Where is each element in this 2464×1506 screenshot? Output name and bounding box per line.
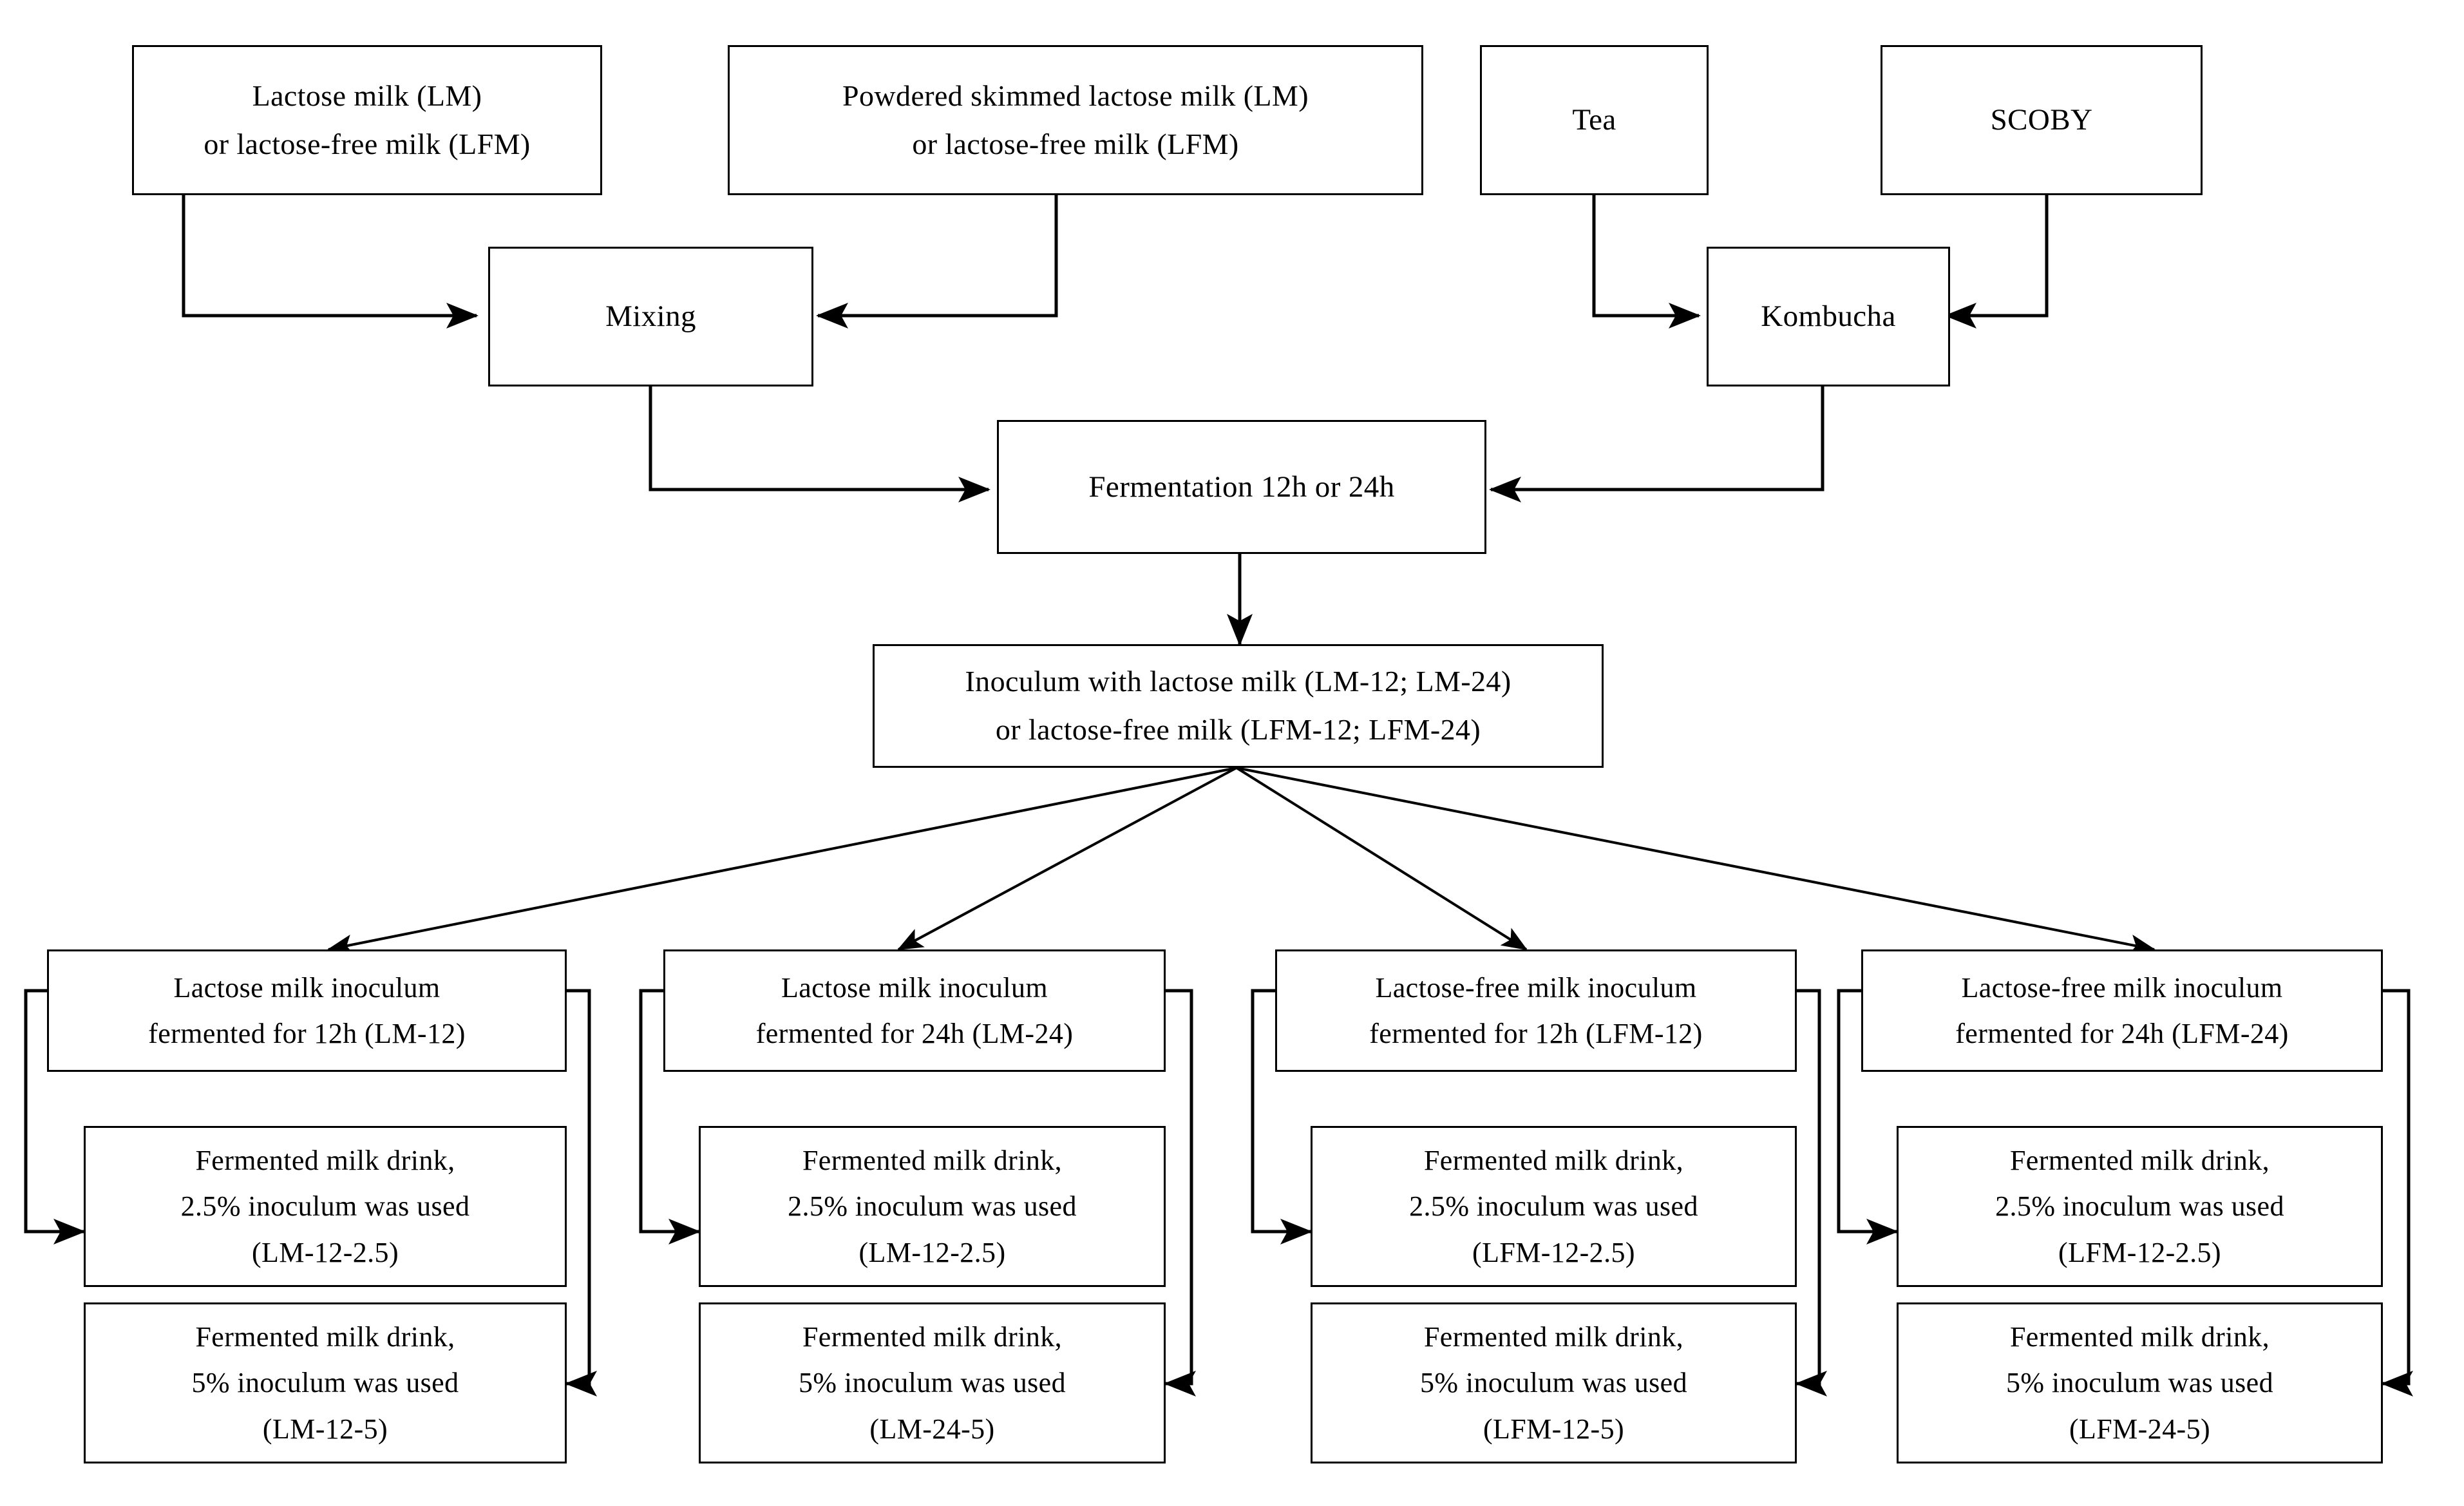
- node-lfm12-25[interactable]: Fermented milk drink, 2.5% inoculum was …: [1311, 1126, 1797, 1287]
- node-lm24-25[interactable]: Fermented milk drink, 2.5% inoculum was …: [699, 1126, 1166, 1287]
- node-tea[interactable]: Tea: [1480, 45, 1709, 195]
- node-lfm12-25-line2: 2.5% inoculum was used: [1409, 1190, 1698, 1223]
- node-lactose-milk-line2: or lactose-free milk (LFM): [204, 127, 531, 160]
- node-lfm12-5-line3: (LFM-12-5): [1483, 1413, 1625, 1445]
- node-lm24-5[interactable]: Fermented milk drink, 5% inoculum was us…: [699, 1302, 1166, 1463]
- node-kombucha[interactable]: Kombucha: [1707, 247, 1950, 386]
- node-inoculum-line1: Inoculum with lactose milk (LM-12; LM-24…: [965, 665, 1512, 698]
- node-lm12-5-line3: (LM-12-5): [262, 1413, 388, 1445]
- node-mixing[interactable]: Mixing: [488, 247, 813, 386]
- node-inoculum[interactable]: Inoculum with lactose milk (LM-12; LM-24…: [873, 644, 1604, 768]
- node-lm24[interactable]: Lactose milk inoculum fermented for 24h …: [663, 949, 1166, 1072]
- node-lfm24-5[interactable]: Fermented milk drink, 5% inoculum was us…: [1897, 1302, 2383, 1463]
- edge-lfm12-to-lfm12-25: [1251, 989, 1313, 1244]
- node-lfm24-25-line3: (LFM-12-2.5): [2058, 1236, 2221, 1268]
- node-fermentation-label: Fermentation 12h or 24h: [1088, 470, 1395, 504]
- node-lfm12-5[interactable]: Fermented milk drink, 5% inoculum was us…: [1311, 1302, 1797, 1463]
- node-lfm12-5-line2: 5% inoculum was used: [1420, 1367, 1687, 1399]
- node-powdered-milk-line1: Powdered skimmed lactose milk (LM): [842, 79, 1309, 112]
- node-lm24-25-line2: 2.5% inoculum was used: [788, 1190, 1077, 1223]
- node-mixing-label: Mixing: [605, 300, 696, 334]
- node-lm12-5-line2: 5% inoculum was used: [191, 1367, 459, 1399]
- node-lm24-25-line3: (LM-12-2.5): [858, 1236, 1006, 1268]
- edge-mixing-to-fermentation: [649, 386, 991, 502]
- node-lm12-5-line1: Fermented milk drink,: [195, 1321, 455, 1353]
- node-lm12[interactable]: Lactose milk inoculum fermented for 12h …: [47, 949, 567, 1072]
- edge-lm24-to-lm24-5: [1163, 989, 1196, 1396]
- node-lfm12-25-line3: (LFM-12-2.5): [1472, 1236, 1635, 1268]
- edge-lfm12-to-lfm12-5: [1794, 989, 1827, 1396]
- node-lm12-line1: Lactose milk inoculum: [173, 971, 441, 1004]
- node-powdered-milk[interactable]: Powdered skimmed lactose milk (LM) or la…: [728, 45, 1423, 195]
- node-powdered-milk-line2: or lactose-free milk (LFM): [912, 127, 1239, 160]
- node-scoby-label: SCOBY: [1990, 103, 2093, 137]
- node-lm24-line2: fermented for 24h (LM-24): [755, 1018, 1074, 1049]
- edge-tea-to-kombucha: [1592, 195, 1701, 329]
- edge-lm12-to-lm12-25: [24, 989, 86, 1244]
- edge-inoculum-to-lm24: [896, 767, 1237, 951]
- node-tea-label: Tea: [1572, 103, 1616, 137]
- node-lm12-25-line3: (LM-12-2.5): [251, 1236, 399, 1268]
- node-fermentation[interactable]: Fermentation 12h or 24h: [997, 420, 1486, 554]
- edge-kombucha-to-fermentation: [1488, 386, 1824, 502]
- node-lfm24-5-line2: 5% inoculum was used: [2006, 1367, 2273, 1399]
- node-lm24-5-line2: 5% inoculum was used: [799, 1367, 1066, 1399]
- edge-scoby-to-kombucha: [1944, 195, 2049, 329]
- edge-inoculum-to-lm12: [327, 767, 1237, 955]
- edge-powdered-milk-to-mixing: [815, 195, 1058, 329]
- node-lm12-line2: fermented for 12h (LM-12): [148, 1018, 466, 1049]
- node-lfm12-25-line1: Fermented milk drink,: [1423, 1145, 1684, 1177]
- node-lfm12-5-line1: Fermented milk drink,: [1423, 1321, 1684, 1353]
- node-lfm12[interactable]: Lactose-free milk inoculum fermented for…: [1275, 949, 1797, 1072]
- node-lfm24-line2: fermented for 24h (LFM-24): [1955, 1018, 2289, 1049]
- node-lfm24-25[interactable]: Fermented milk drink, 2.5% inoculum was …: [1897, 1126, 2383, 1287]
- node-lfm24-5-line3: (LFM-24-5): [2069, 1413, 2211, 1445]
- node-inoculum-line2: or lactose-free milk (LFM-12; LFM-24): [995, 713, 1481, 746]
- node-lfm24-5-line1: Fermented milk drink,: [2009, 1321, 2270, 1353]
- node-lfm24[interactable]: Lactose-free milk inoculum fermented for…: [1861, 949, 2383, 1072]
- node-lactose-milk[interactable]: Lactose milk (LM) or lactose-free milk (…: [132, 45, 602, 195]
- edge-lm24-to-lm24-25: [639, 989, 701, 1244]
- edge-lactose-milk-to-mixing: [182, 195, 479, 329]
- node-scoby[interactable]: SCOBY: [1881, 45, 2203, 195]
- node-lm12-5[interactable]: Fermented milk drink, 5% inoculum was us…: [84, 1302, 567, 1463]
- edge-inoculum-to-lfm24: [1236, 767, 2156, 955]
- node-lfm12-line2: fermented for 12h (LFM-12): [1369, 1018, 1703, 1049]
- node-lactose-milk-line1: Lactose milk (LM): [252, 79, 482, 112]
- node-lm12-25-line1: Fermented milk drink,: [195, 1145, 455, 1177]
- node-lm24-5-line1: Fermented milk drink,: [802, 1321, 1063, 1353]
- node-lm24-5-line3: (LM-24-5): [869, 1413, 995, 1445]
- node-lm12-25[interactable]: Fermented milk drink, 2.5% inoculum was …: [84, 1126, 567, 1287]
- edge-lm12-to-lm12-5: [564, 989, 597, 1396]
- node-kombucha-label: Kombucha: [1761, 300, 1896, 334]
- node-lm24-25-line1: Fermented milk drink,: [802, 1145, 1063, 1177]
- node-lfm12-line1: Lactose-free milk inoculum: [1375, 971, 1697, 1004]
- node-lfm24-line1: Lactose-free milk inoculum: [1961, 971, 2283, 1004]
- node-lfm24-25-line1: Fermented milk drink,: [2009, 1145, 2270, 1177]
- node-lfm24-25-line2: 2.5% inoculum was used: [1995, 1190, 2284, 1223]
- node-lm24-line1: Lactose milk inoculum: [781, 971, 1048, 1004]
- edge-inoculum-to-lfm12: [1235, 767, 1528, 951]
- edge-lfm24-to-lfm24-5: [2380, 989, 2413, 1396]
- edge-lfm24-to-lfm24-25: [1837, 989, 1899, 1244]
- node-lm12-25-line2: 2.5% inoculum was used: [180, 1190, 470, 1223]
